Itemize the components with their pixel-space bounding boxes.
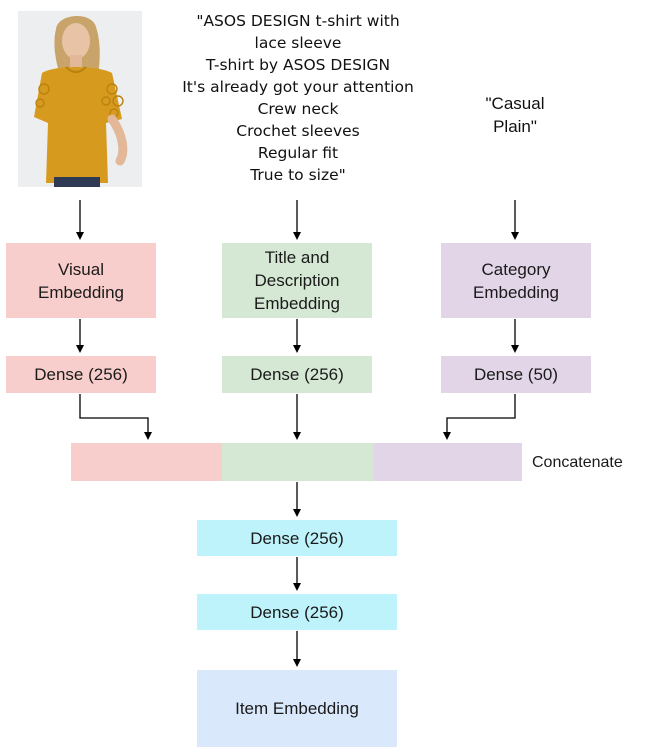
dense-visual-box: Dense (256) xyxy=(6,356,156,393)
category-embedding-label-line: Embedding xyxy=(472,282,559,302)
dense-layer-1: Dense (256) xyxy=(197,520,397,556)
category-embedding-box: Category Embedding xyxy=(441,243,591,318)
arrow-dense-visual-to-concat xyxy=(79,394,152,440)
concat-segment-text xyxy=(222,443,373,481)
concat-segment-visual xyxy=(71,443,222,481)
product-category: "Casual Plain" xyxy=(452,92,578,138)
visual-embedding-label-line: Visual xyxy=(57,259,104,279)
text-embedding-label-line: Title and xyxy=(264,248,330,267)
product-photo-illustration xyxy=(18,11,142,187)
description-line: Regular fit xyxy=(257,144,339,162)
description-line: T-shirt by ASOS DESIGN xyxy=(205,56,391,74)
item-embedding-box: Item Embedding xyxy=(197,670,397,747)
arrow-dense-category-to-concat xyxy=(443,394,516,440)
description-line: lace sleeve xyxy=(254,34,342,52)
text-embedding-label-line: Embedding xyxy=(253,294,340,313)
description-line: Crew neck xyxy=(257,100,339,118)
description-line: Crochet sleeves xyxy=(236,122,360,140)
description-line: True to size" xyxy=(250,166,346,184)
product-photo xyxy=(18,11,142,187)
text-embedding-box: Title and Description Embedding xyxy=(222,243,372,318)
description-line: "ASOS DESIGN t-shirt with xyxy=(196,12,400,30)
dense-layer-2: Dense (256) xyxy=(197,594,397,630)
concat-segment-category xyxy=(373,443,522,481)
category-embedding-label-line: Category xyxy=(481,259,551,279)
dense-text-box: Dense (256) xyxy=(222,356,372,393)
dense-category-box: Dense (50) xyxy=(441,356,591,393)
visual-embedding-label-line: Embedding xyxy=(37,282,124,302)
visual-embedding-box: Visual Embedding xyxy=(6,243,156,318)
description-line: It's already got your attention xyxy=(182,78,414,96)
text-embedding-label-line: Description xyxy=(254,271,340,290)
product-description: "ASOS DESIGN t-shirt with lace sleeve T-… xyxy=(158,10,438,186)
category-line: Plain" xyxy=(493,117,537,136)
concatenate-label: Concatenate xyxy=(532,454,623,471)
category-line: "Casual xyxy=(485,94,545,113)
